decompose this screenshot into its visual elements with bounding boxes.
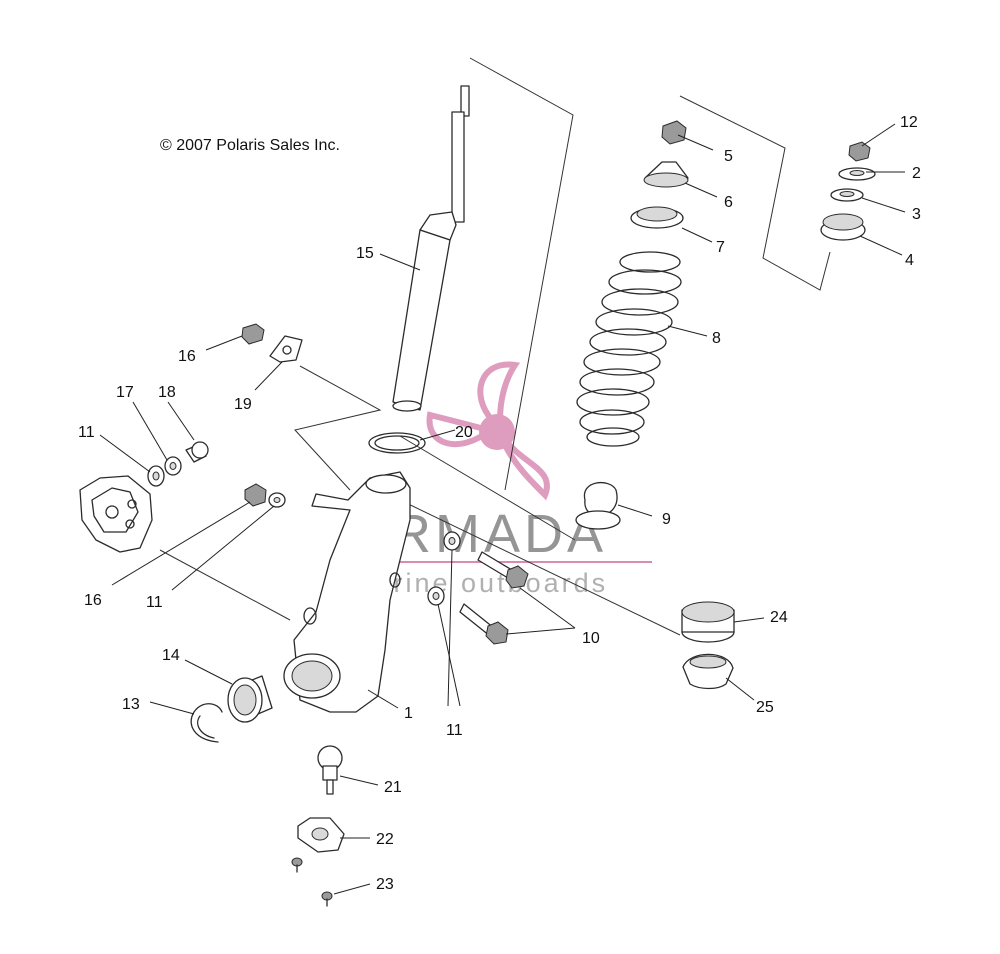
watermark-logo xyxy=(426,361,550,501)
assembly-bracket-lines xyxy=(159,57,831,636)
clip-19 xyxy=(269,335,303,363)
shock-absorber xyxy=(392,85,470,412)
callout-9: 9 xyxy=(662,511,671,528)
callout-11-middle: 11 xyxy=(146,594,163,611)
nut-5 xyxy=(661,120,687,145)
leader-lines xyxy=(99,123,906,895)
callout-19: 19 xyxy=(234,396,252,413)
ball-joint-21 xyxy=(317,745,343,795)
bolt-18 xyxy=(185,441,209,463)
bearing-24 xyxy=(681,601,735,643)
bump-stop-9 xyxy=(575,481,621,530)
callout-3: 3 xyxy=(912,206,921,223)
bearing-25 xyxy=(682,653,734,690)
callout-4: 4 xyxy=(905,252,914,269)
callout-8: 8 xyxy=(712,330,721,347)
nut-16b xyxy=(244,483,267,507)
screw-23b xyxy=(321,891,333,907)
retaining-ring-13 xyxy=(190,703,223,743)
callout-2: 2 xyxy=(912,165,921,182)
washer-17 xyxy=(164,456,182,476)
washer-11b xyxy=(268,492,286,508)
coil-spring xyxy=(576,251,682,447)
callout-23: 23 xyxy=(376,876,394,893)
spring-cup-7 xyxy=(630,206,684,229)
retainer-plate-22 xyxy=(297,817,345,853)
callout-14: 14 xyxy=(162,647,180,664)
callout-20: 20 xyxy=(455,424,473,441)
callout-13: 13 xyxy=(122,696,140,713)
seal-ring-20 xyxy=(368,432,426,454)
copyright-text: © 2007 Polaris Sales Inc. xyxy=(160,137,340,154)
washer-2 xyxy=(838,167,876,181)
washer-11d xyxy=(427,586,445,606)
callout-6: 6 xyxy=(724,194,733,211)
callout-15: 15 xyxy=(356,245,374,262)
screw-23a xyxy=(291,857,303,873)
callout-11-bottom: 11 xyxy=(446,722,463,739)
callout-12: 12 xyxy=(900,114,918,131)
spring-seat-6 xyxy=(643,161,689,188)
callout-10: 10 xyxy=(582,630,600,647)
bolt-10b xyxy=(459,603,509,645)
callout-16-top: 16 xyxy=(178,348,196,365)
callout-25: 25 xyxy=(756,699,774,716)
callout-22: 22 xyxy=(376,831,394,848)
callout-1: 1 xyxy=(404,705,413,722)
bolt-10a xyxy=(477,551,529,589)
brake-caliper xyxy=(79,475,153,553)
washer-11c xyxy=(443,531,461,551)
callout-11-left: 11 xyxy=(78,424,95,441)
callout-5: 5 xyxy=(724,148,733,165)
washer-11a xyxy=(147,465,165,487)
wheel-bearing-14 xyxy=(227,675,273,723)
callout-16-bottom: 16 xyxy=(84,592,102,609)
callout-7: 7 xyxy=(716,239,725,256)
callout-24: 24 xyxy=(770,609,788,626)
mount-4 xyxy=(820,213,866,241)
nut-12 xyxy=(848,141,871,162)
callout-18: 18 xyxy=(158,384,176,401)
callout-17: 17 xyxy=(116,384,134,401)
nut-16a xyxy=(241,323,265,345)
callout-21: 21 xyxy=(384,779,402,796)
steering-knuckle xyxy=(283,471,411,713)
washer-3 xyxy=(830,188,864,202)
callout-labels: 1 2 3 4 5 6 7 8 9 10 11 11 11 12 13 14 1… xyxy=(78,114,921,893)
